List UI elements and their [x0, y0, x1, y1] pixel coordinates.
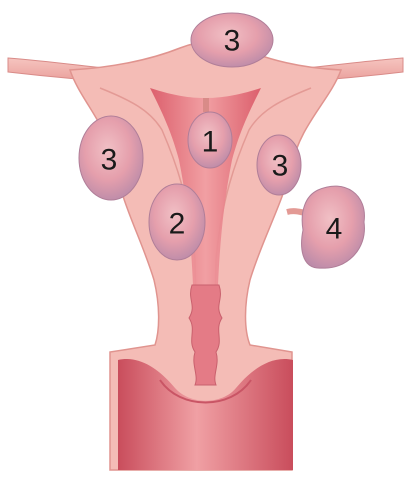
fibroid-label: 3: [272, 150, 289, 183]
fibroid-intramural: 2: [149, 184, 205, 260]
fibroid-label: 1: [202, 126, 219, 159]
fibroid-pedunculated-external: 4: [287, 186, 364, 268]
fibroid-label: 2: [169, 208, 186, 241]
fibroid-label: 4: [326, 213, 343, 246]
fibroid-label: 3: [101, 144, 118, 177]
fibroid-subserosal-top: 3: [191, 13, 273, 67]
fibroid-label: 3: [224, 25, 241, 58]
fibroid-subserosal-left: 3: [79, 116, 143, 200]
fibroid-subserosal-right: 3: [257, 135, 301, 195]
